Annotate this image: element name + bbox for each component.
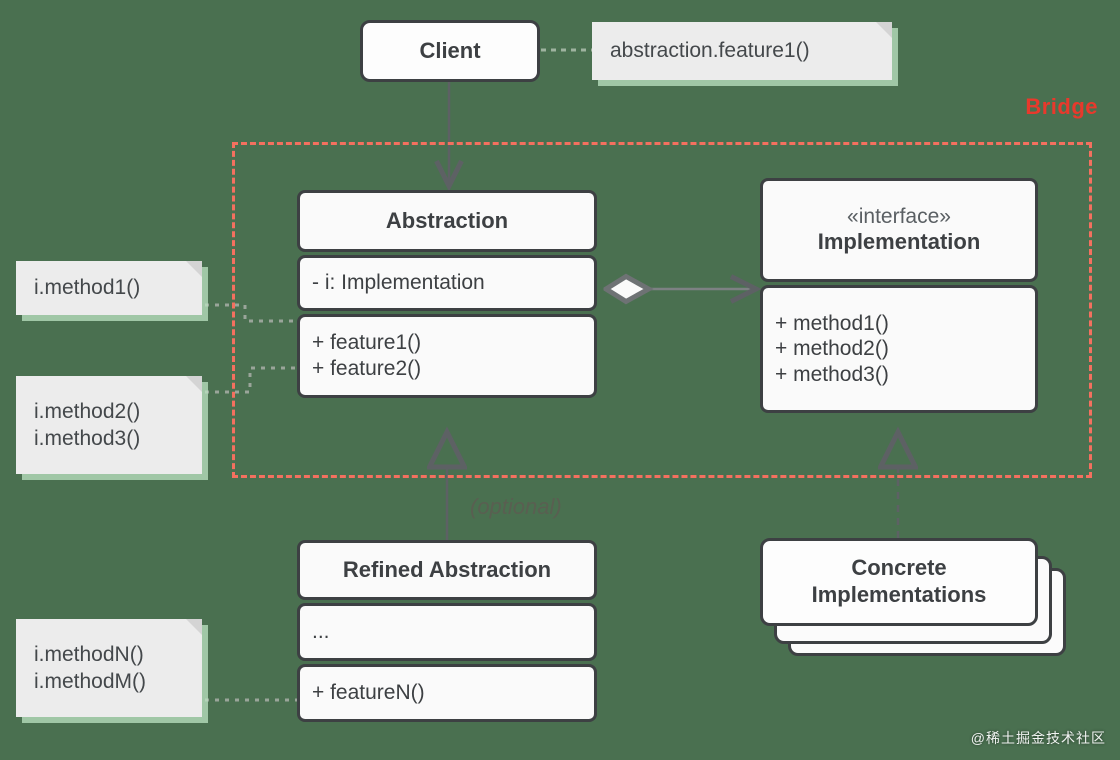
implementation-name: Implementation [817, 229, 981, 254]
refined-abstraction-box[interactable]: Refined Abstraction ... + featureN() [297, 540, 597, 722]
refined-abstraction-fields: ... [297, 603, 597, 661]
concrete-implementations-box[interactable]: Concrete Implementations [760, 538, 1038, 626]
abstraction-fields: - i: Implementation [297, 255, 597, 311]
implementation-method-2: + method3() [775, 362, 889, 386]
implementation-methods: + method1() + method2() + method3() [760, 285, 1038, 413]
note-methodNM: i.methodN() i.methodM() [16, 619, 202, 717]
note-text: i.method3() [34, 427, 141, 450]
abstraction-method-0: + feature1() [312, 331, 422, 355]
note-text: i.methodM() [34, 670, 147, 693]
abstraction-box[interactable]: Abstraction - i: Implementation + featur… [297, 190, 597, 398]
client-note: abstraction.feature1() [592, 22, 892, 80]
note-text: i.method1() [34, 276, 141, 300]
watermark: @稀土掘金技术社区 [970, 730, 1106, 746]
refined-abstraction-field-0: ... [312, 620, 330, 644]
optional-edge-label: (optional) [470, 494, 562, 519]
note-method23: i.method2() i.method3() [16, 376, 202, 474]
note-text: abstraction.feature1() [610, 39, 810, 63]
refined-abstraction-title: Refined Abstraction [297, 540, 597, 600]
note-text: i.methodN() [34, 642, 144, 666]
note-fold-icon [186, 619, 202, 635]
implementation-box[interactable]: «interface» Implementation + method1() +… [760, 178, 1038, 413]
client-box[interactable]: Client [360, 20, 540, 82]
bridge-boundary [232, 142, 1092, 478]
note-text: i.method2() [34, 399, 141, 423]
implementation-title: «interface» Implementation [760, 178, 1038, 282]
note-fold-icon [876, 22, 892, 38]
bridge-label: Bridge [1025, 94, 1098, 119]
refined-abstraction-method-0: + featureN() [312, 681, 425, 705]
note-method1: i.method1() [16, 261, 202, 315]
refined-abstraction-methods: + featureN() [297, 664, 597, 722]
abstraction-methods: + feature1() + feature2() [297, 314, 597, 398]
implementation-stereotype: «interface» [847, 205, 951, 228]
implementation-method-0: + method1() [775, 311, 889, 335]
implementation-method-1: + method2() [775, 337, 889, 361]
abstraction-method-1: + feature2() [312, 357, 422, 380]
concrete-implementations-line2: Implementations [811, 582, 987, 607]
abstraction-title: Abstraction [297, 190, 597, 252]
concrete-implementations-line1: Concrete [851, 555, 947, 581]
abstraction-field-0: - i: Implementation [312, 271, 485, 295]
note-fold-icon [186, 261, 202, 277]
note-fold-icon [186, 376, 202, 392]
